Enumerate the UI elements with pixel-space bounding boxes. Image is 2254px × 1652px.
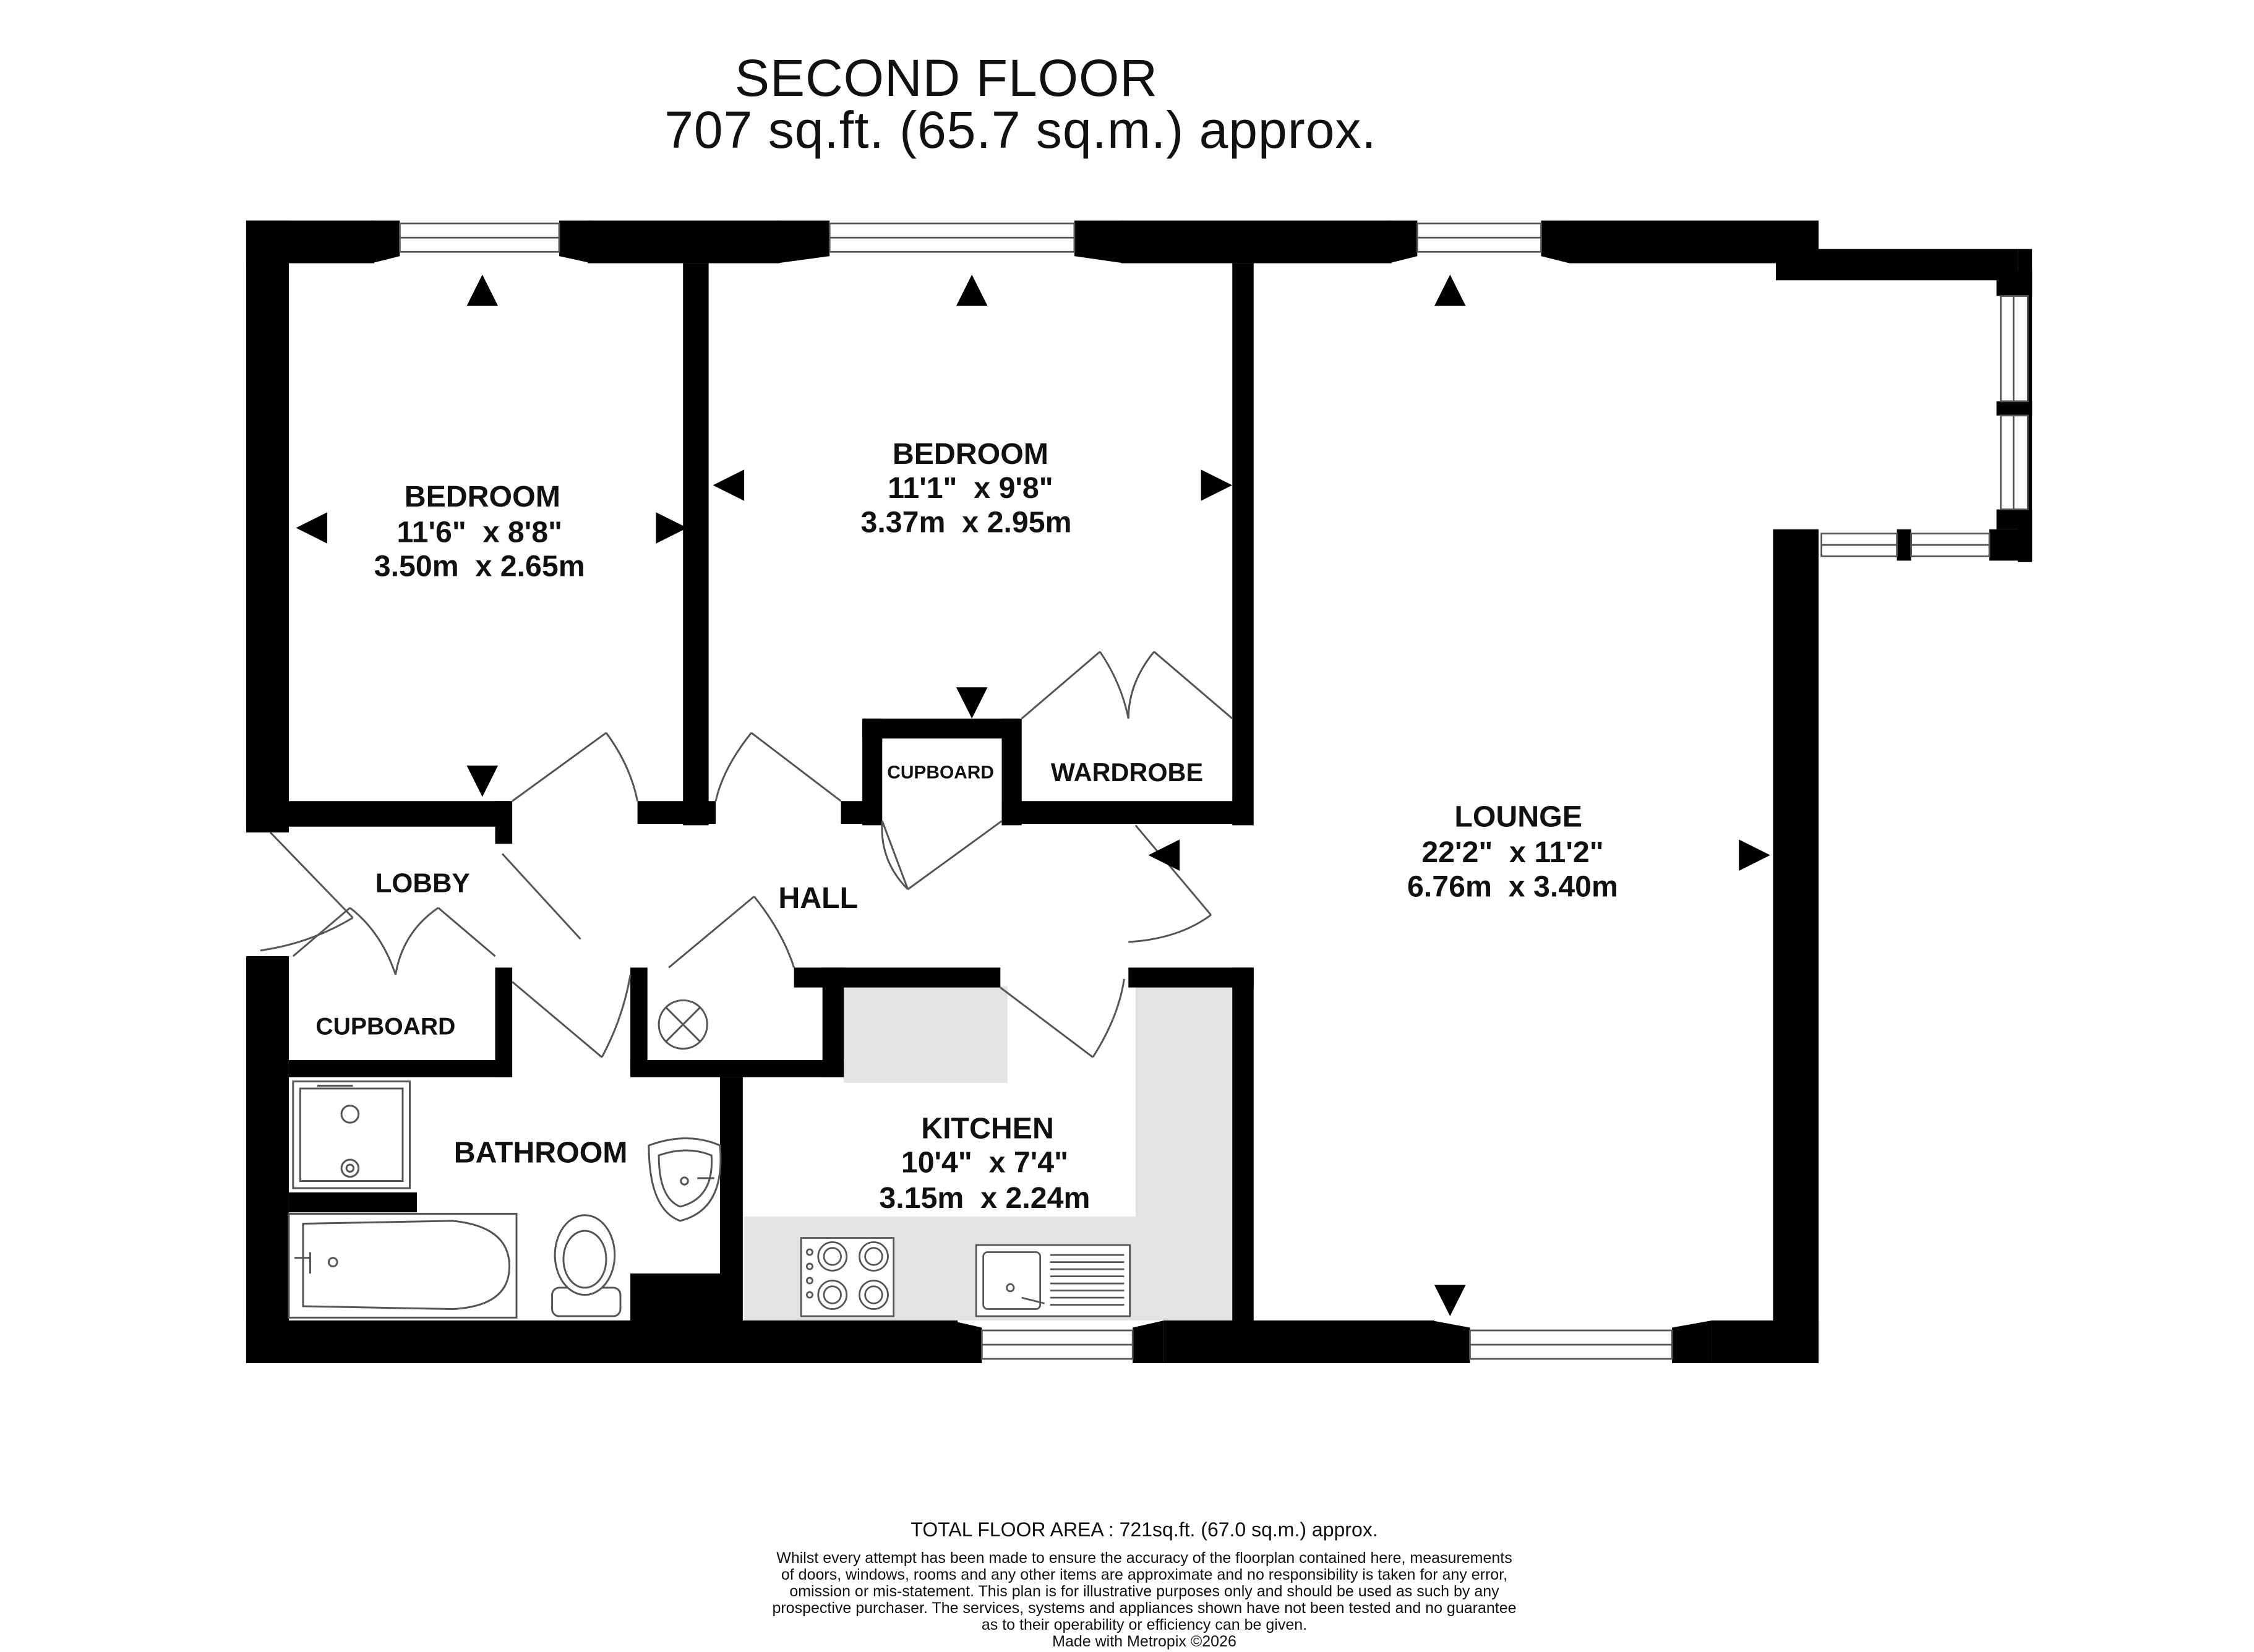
floor-title: SECOND FLOOR	[734, 49, 1159, 107]
disclaimer-line: of doors, windows, rooms and any other i…	[781, 1566, 1508, 1583]
disclaimer-line: prospective purchaser. The services, sys…	[772, 1599, 1517, 1617]
wardrobe-name: WARDROBE	[1051, 758, 1203, 787]
disclaimer-line: as to their operability or efficiency ca…	[981, 1616, 1308, 1633]
bathtub	[288, 1212, 518, 1319]
lobby-name: LOBBY	[375, 868, 470, 898]
walls	[246, 220, 2033, 1363]
bathroom-name: BATHROOM	[454, 1136, 628, 1170]
bedroom1-metric: 3.50m x 2.65m	[374, 550, 585, 583]
made-with-credit: Made with Metropix ©2026	[1052, 1633, 1236, 1650]
meter-symbol	[658, 999, 708, 1050]
dimension-arrows	[296, 275, 1770, 1317]
disclaimer-line: omission or mis-statement. This plan is …	[789, 1583, 1499, 1600]
kitchen-metric: 3.15m x 2.24m	[879, 1181, 1090, 1215]
bedroom1-name: BEDROOM	[405, 480, 560, 513]
bedroom2-imperial: 11'1" x 9'8"	[888, 471, 1053, 505]
kitchen-sink	[975, 1244, 1131, 1317]
shower-tray	[292, 1080, 411, 1189]
lobby-cupboard-name: CUPBOARD	[315, 1014, 455, 1040]
bedroom2-name: BEDROOM	[893, 437, 1048, 471]
footer: TOTAL FLOOR AREA : 721sq.ft. (67.0 sq.m.…	[656, 1518, 1633, 1650]
floor-area: 707 sq.ft. (65.7 sq.m.) approx.	[664, 101, 1377, 159]
kitchen-imperial: 10'4" x 7'4"	[901, 1146, 1068, 1179]
hob	[800, 1237, 895, 1317]
bedroom1-imperial: 11'6" x 8'8"	[396, 516, 562, 549]
windows	[399, 222, 2029, 1360]
washbasin	[648, 1137, 722, 1222]
disclaimer-line: Whilst every attempt has been made to en…	[776, 1549, 1512, 1567]
total-floor-area: TOTAL FLOOR AREA : 721sq.ft. (67.0 sq.m.…	[911, 1518, 1378, 1541]
toilet	[551, 1214, 622, 1317]
lounge-metric: 6.76m x 3.40m	[1407, 870, 1618, 903]
kitchen-name: KITCHEN	[921, 1111, 1054, 1145]
hall-name: HALL	[778, 881, 858, 915]
bedroom2-metric: 3.37m x 2.95m	[861, 505, 1072, 539]
window-caps	[371, 220, 2033, 1363]
lounge-imperial: 22'2" x 11'2"	[1421, 836, 1603, 869]
hall-cupboard-name: CUPBOARD	[887, 762, 994, 782]
door-swings[interactable]	[260, 651, 1233, 1058]
lounge-name: LOUNGE	[1454, 800, 1582, 834]
